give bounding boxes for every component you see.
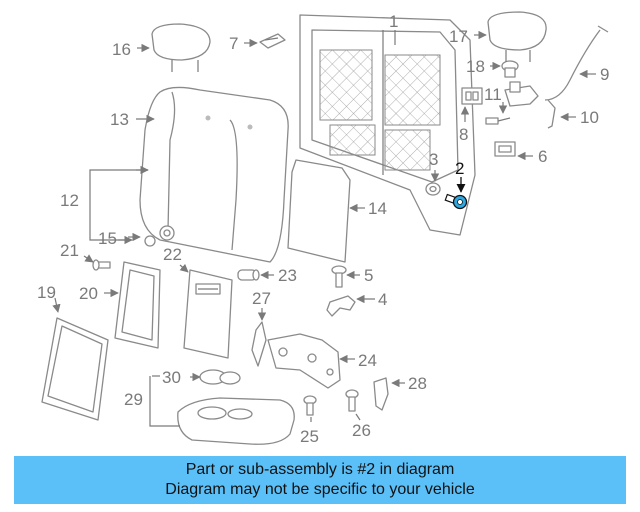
info-banner: Part or sub-assembly is #2 in diagram Di… [14,456,626,504]
callout-19: 19 [37,283,56,302]
leader-19 [52,297,61,313]
part-2-bolt [444,193,468,210]
callout-16: 16 [112,40,131,59]
callout-29: 29 [124,390,143,409]
callout-9: 9 [600,65,609,84]
part-10-hook [547,99,556,129]
part-15-grommets [144,225,175,247]
callout-1: 1 [389,12,398,31]
part-20-frame [114,261,161,349]
callout-2: 2 [455,159,464,178]
callout-30: 30 [162,368,181,387]
part-26-bolt [345,389,359,412]
part-22-cover [183,269,233,359]
leader-29 [149,376,180,427]
part-6-clip [494,141,516,157]
callout-14: 14 [368,199,387,218]
callout-13: 13 [110,110,129,129]
callout-21: 21 [60,241,79,260]
part-24-hinge [267,333,341,389]
cable-end [597,25,609,33]
part-19-trim-panel [41,317,109,421]
callout-3: 3 [429,150,438,169]
leader-21 [83,254,94,263]
callout-12: 12 [60,191,79,210]
callout-22: 22 [163,245,182,264]
callout-4: 4 [378,290,387,309]
callout-5: 5 [364,266,373,285]
leader-22 [179,263,189,273]
part-16-headrest [151,23,211,72]
callout-20: 20 [79,284,98,303]
leader-12 [89,169,148,241]
callout-23: 23 [278,266,297,285]
callout-27: 27 [252,289,271,308]
part-9-cable [544,29,601,101]
part-14-panel [287,159,351,263]
callout-18: 18 [466,57,485,76]
part-13-seat-back [139,86,289,263]
part-8-latch [461,87,483,105]
leader-26 [355,413,361,421]
callout-26: 26 [352,421,371,440]
banner-line-2: Diagram may not be specific to your vehi… [165,481,475,498]
callout-8: 8 [459,125,468,144]
parts-diagram: 1 2 3 4 5 6 7 8 [37,11,609,446]
part-23-bumper [237,269,260,281]
callout-15: 15 [98,229,117,248]
callout-10: 10 [580,108,599,127]
part-5-bolt [331,265,347,288]
callout-28: 28 [408,374,427,393]
callout-25: 25 [300,427,319,446]
callout-7: 7 [229,34,238,53]
part-25-bolt [303,395,317,416]
part-17-headrest [487,11,547,62]
part-3-bushing [425,182,441,196]
callout-17: 17 [449,27,468,46]
banner-line-1: Part or sub-assembly is #2 in diagram [185,461,455,478]
callout-6: 6 [538,147,547,166]
callout-24: 24 [358,351,377,370]
part-18-knob [501,60,519,78]
part-21-screw [92,259,111,271]
callout-11: 11 [484,85,502,104]
part-29-armrest [177,397,295,445]
part-30-cupholder [199,369,241,385]
part-7-clip [259,33,286,49]
part-28-bracket [373,377,389,411]
part-27-clip [251,321,267,367]
part-4-bracket [326,295,356,317]
part-11-lock-assembly [485,81,539,125]
